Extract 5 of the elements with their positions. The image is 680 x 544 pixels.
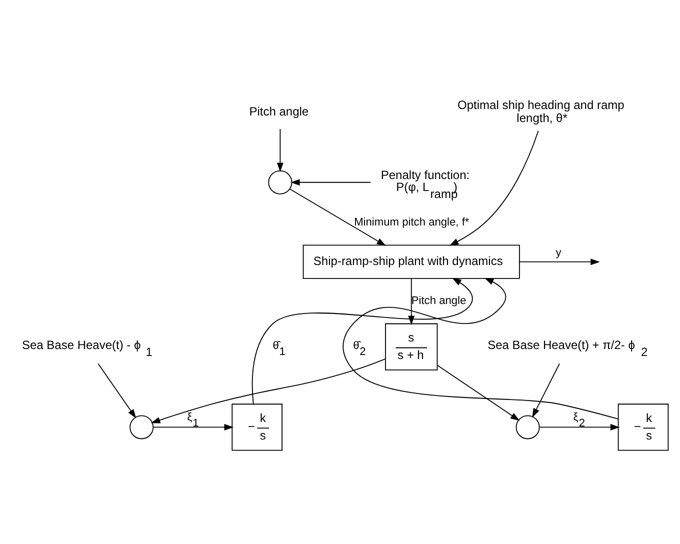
edge-label: y [556,246,562,259]
node-text: Pitch angle [249,104,309,118]
node-text: Optimal ship heading and ramp length, θ* [458,98,624,125]
edge-label: Minimum pitch angle, f* [354,216,470,228]
edge-label: Pitch angle [411,294,466,307]
